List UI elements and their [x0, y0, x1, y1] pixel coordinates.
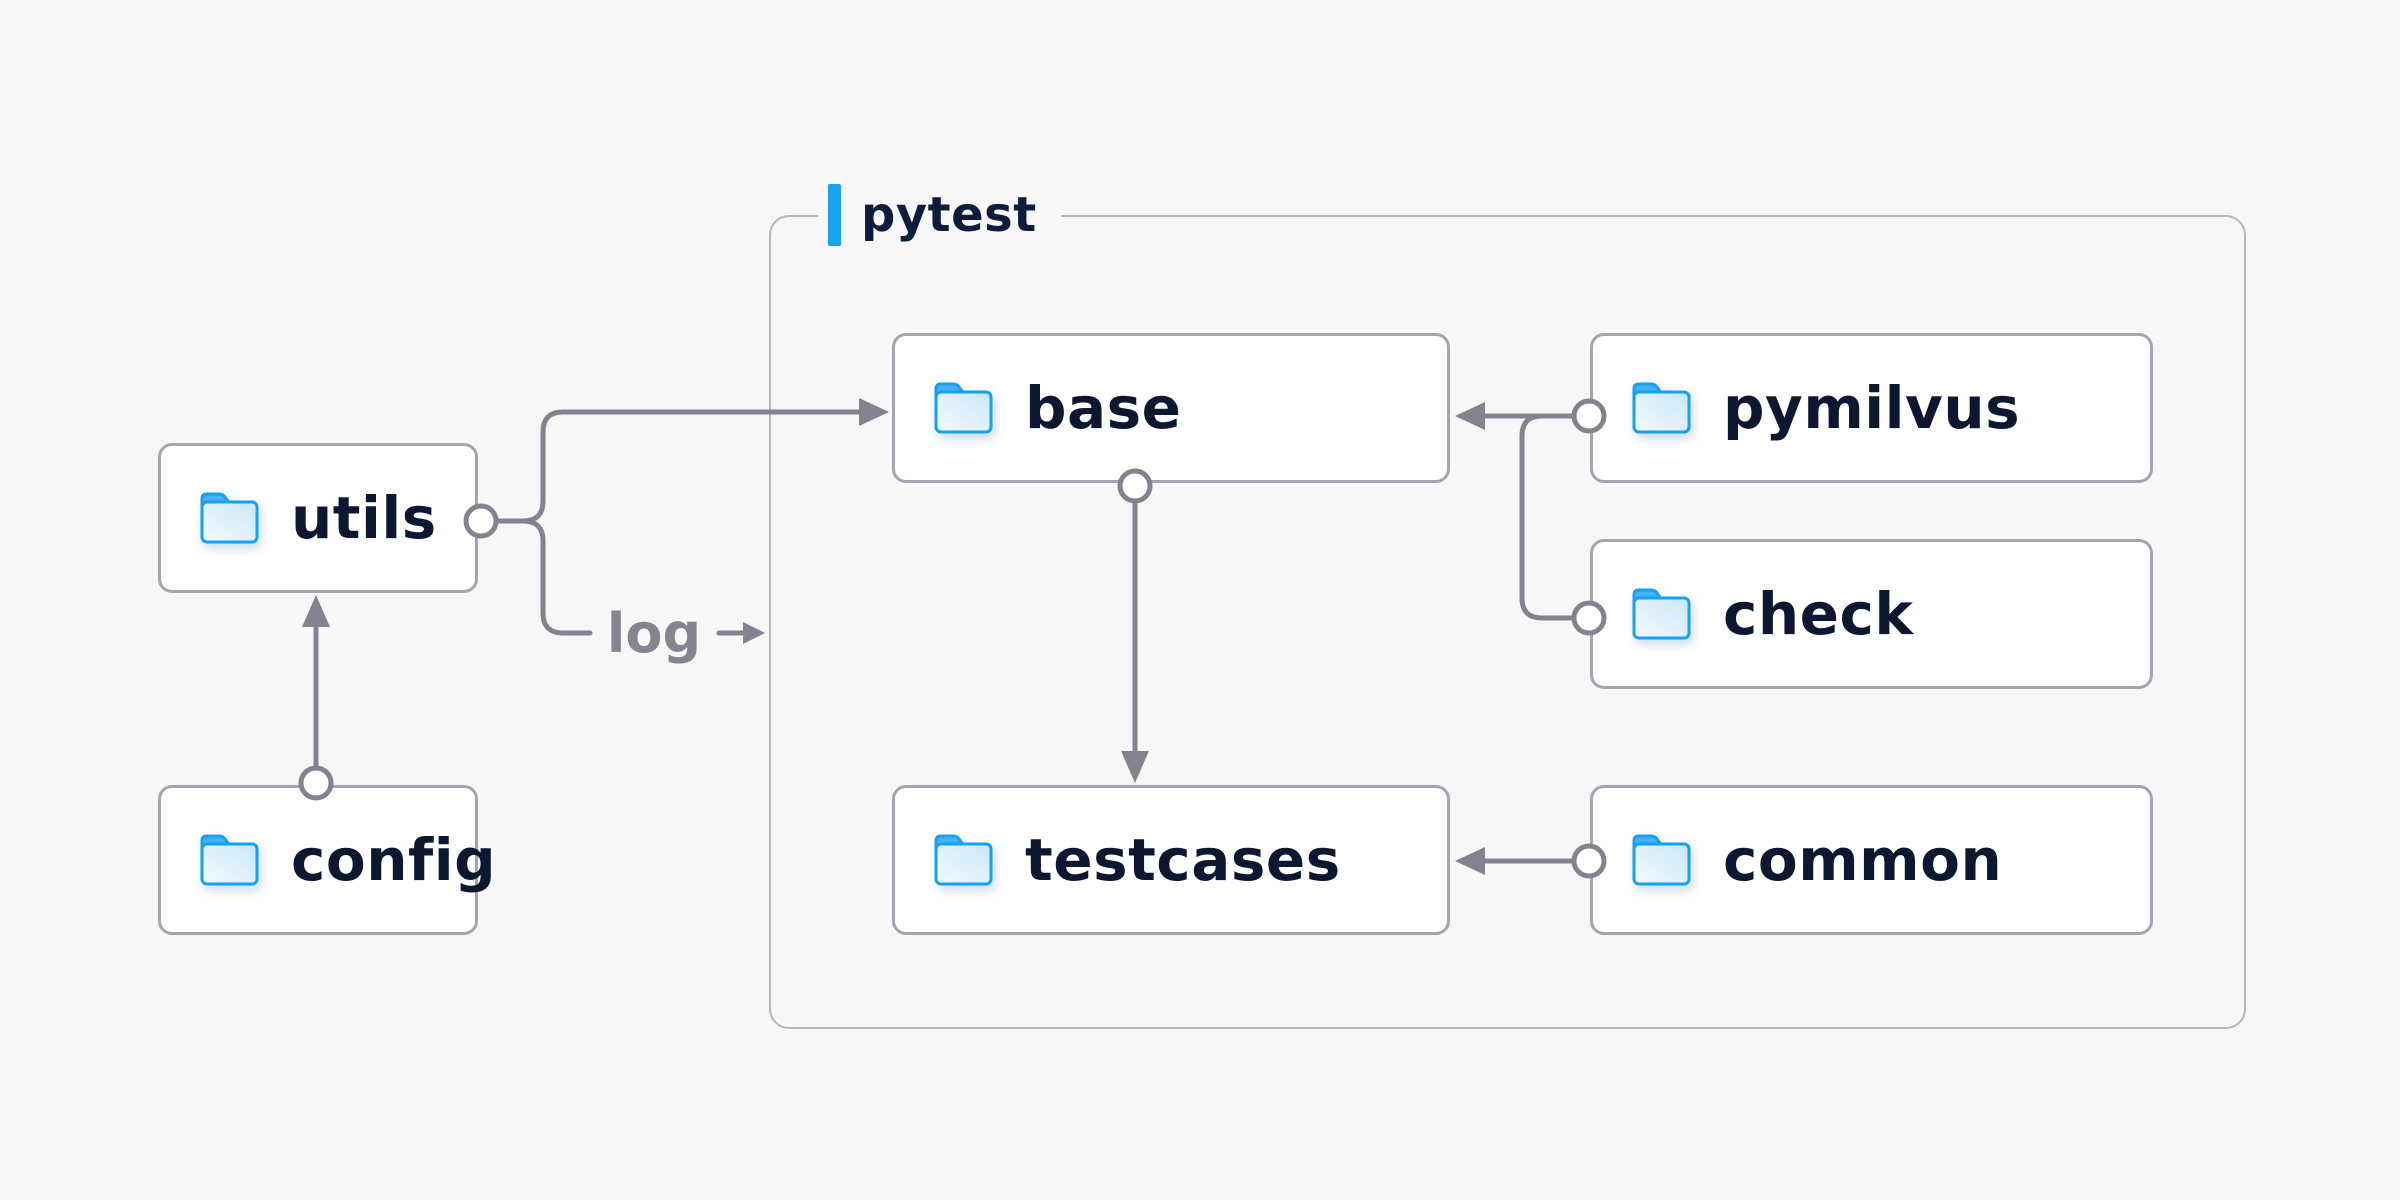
node-label: config [291, 826, 497, 894]
folder-icon [931, 832, 995, 888]
folder-icon [197, 490, 261, 546]
pytest-container [769, 215, 2246, 1029]
folder-icon [1629, 586, 1693, 642]
folder-icon [1629, 832, 1693, 888]
folder-icon [197, 832, 261, 888]
node-config: config [158, 785, 496, 935]
node-label: common [1723, 826, 2003, 894]
edge-utils-log [520, 518, 593, 636]
node-label: pymilvus [1723, 374, 2021, 442]
node-label: check [1723, 580, 1914, 648]
container-label-text: pytest [861, 187, 1037, 243]
node-pymilvus: pymilvus [1590, 333, 2153, 483]
node-check: check [1590, 539, 2153, 689]
container-label: pytest [818, 181, 1061, 249]
accent-bar-icon [828, 184, 841, 246]
arrowhead-up-icon [302, 595, 330, 627]
node-label: utils [291, 484, 437, 552]
node-base: base [892, 333, 1450, 483]
node-utils: utils [158, 443, 478, 593]
node-common: common [1590, 785, 2153, 935]
edge-label-log: log [606, 601, 702, 665]
folder-icon [931, 380, 995, 436]
node-testcases: testcases [892, 785, 1450, 935]
node-label: testcases [1025, 826, 1341, 894]
folder-icon [1629, 380, 1693, 436]
node-label: base [1025, 374, 1182, 442]
arrowhead-small-right-icon [743, 622, 765, 644]
